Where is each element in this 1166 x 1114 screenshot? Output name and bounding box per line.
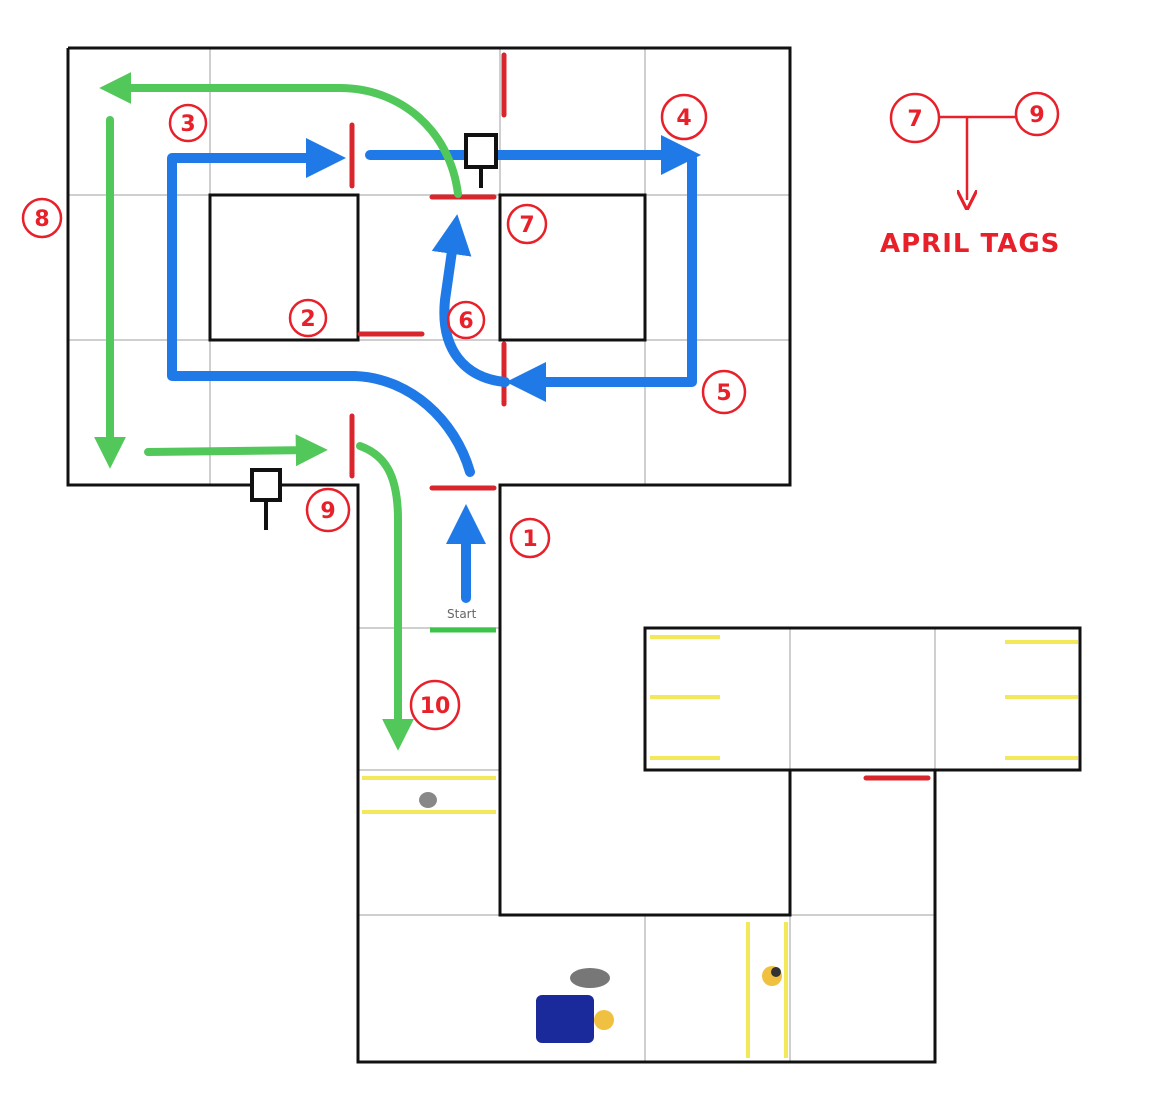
- svg-text:1: 1: [522, 527, 537, 552]
- marker-7: 7: [508, 205, 546, 243]
- marker-3: 3: [170, 105, 206, 141]
- legend-tag-left: 7: [891, 94, 939, 142]
- svg-text:10: 10: [420, 694, 451, 719]
- svg-text:5: 5: [716, 381, 731, 406]
- green-path: [110, 88, 458, 738]
- track-walls: [68, 48, 1080, 1062]
- robot-icon: [536, 968, 614, 1043]
- svg-text:3: 3: [180, 112, 195, 137]
- marker-1: 1: [511, 519, 549, 557]
- marker-8: 8: [23, 199, 61, 237]
- svg-text:9: 9: [1029, 103, 1044, 128]
- april-tags-legend: 7 9 APRIL TAGS: [880, 93, 1060, 259]
- legend-tag-right: 9: [1016, 93, 1058, 135]
- svg-text:7: 7: [519, 213, 534, 238]
- marker-9: 9: [307, 489, 349, 531]
- marker-10: 10: [411, 681, 459, 729]
- marker-2: 2: [290, 300, 326, 336]
- duck-icon: [762, 966, 782, 986]
- svg-text:7: 7: [907, 107, 922, 132]
- svg-text:2: 2: [300, 307, 315, 332]
- sign-post-icon: [466, 135, 496, 188]
- start-label: Start: [447, 607, 477, 621]
- svg-text:8: 8: [34, 207, 49, 232]
- svg-text:4: 4: [676, 106, 691, 131]
- svg-text:9: 9: [320, 499, 335, 524]
- marker-6: 6: [448, 302, 484, 338]
- sign-post-icon: [252, 470, 280, 530]
- yellow-lane-lines: [362, 637, 1078, 1058]
- robot-icon: [419, 792, 437, 808]
- marker-4: 4: [662, 95, 706, 139]
- blue-path: [172, 155, 692, 598]
- marker-5: 5: [703, 371, 745, 413]
- svg-text:6: 6: [458, 309, 473, 334]
- legend-label: APRIL TAGS: [880, 229, 1060, 259]
